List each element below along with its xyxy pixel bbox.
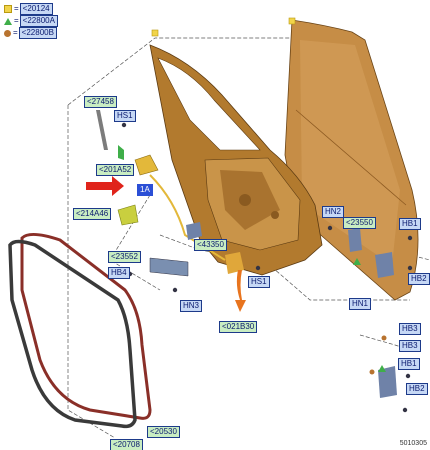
callout-021b30[interactable]: <021B30 xyxy=(219,321,258,333)
reference-number: 5010305 xyxy=(399,440,427,447)
callout-hb3-top[interactable]: HB3 xyxy=(399,323,421,335)
callout-hb1-bottom[interactable]: HB1 xyxy=(398,358,420,370)
callout-27458[interactable]: <27458 xyxy=(84,96,117,108)
hardware-parts xyxy=(96,110,413,413)
callout-43350[interactable]: <43350 xyxy=(194,239,227,251)
callout-214a46[interactable]: <214A46 xyxy=(73,208,112,220)
square-icon xyxy=(4,5,12,13)
callout-hb3-bottom[interactable]: HB3 xyxy=(399,340,421,352)
callout-hb1-top[interactable]: HB1 xyxy=(399,218,421,230)
callout-23550[interactable]: <23550 xyxy=(343,217,376,229)
callout-hs1-top[interactable]: HS1 xyxy=(114,110,136,122)
inner-door-frame xyxy=(149,29,323,276)
callout-hb2-top[interactable]: HB2 xyxy=(408,273,430,285)
callout-hn1[interactable]: HN1 xyxy=(349,298,372,310)
legend-item-22800b: =<22800B xyxy=(4,27,57,39)
circle-icon xyxy=(4,29,11,37)
callout-hb2-bottom[interactable]: HB2 xyxy=(406,383,428,395)
callout-hn3[interactable]: HN3 xyxy=(180,300,203,312)
red-pointer-arrow xyxy=(86,176,124,196)
callout-23552[interactable]: <23552 xyxy=(108,251,141,263)
triangle-icon xyxy=(4,17,12,25)
legend-item-22800a: =<22800A xyxy=(4,15,58,27)
callout-20708[interactable]: <20708 xyxy=(110,439,143,450)
callout-hn2[interactable]: HN2 xyxy=(322,206,345,218)
door-seals xyxy=(8,233,152,429)
callout-hb4[interactable]: HB4 xyxy=(108,267,130,279)
callout-1a-selected[interactable]: 1A xyxy=(137,184,153,196)
callout-20530[interactable]: <20530 xyxy=(147,426,180,438)
orange-pointer-arrow xyxy=(235,270,246,312)
callout-201a52[interactable]: <201A52 xyxy=(96,164,135,176)
legend-item-20124: =<20124 xyxy=(4,3,53,15)
callout-hs1-bottom[interactable]: HS1 xyxy=(248,276,270,288)
